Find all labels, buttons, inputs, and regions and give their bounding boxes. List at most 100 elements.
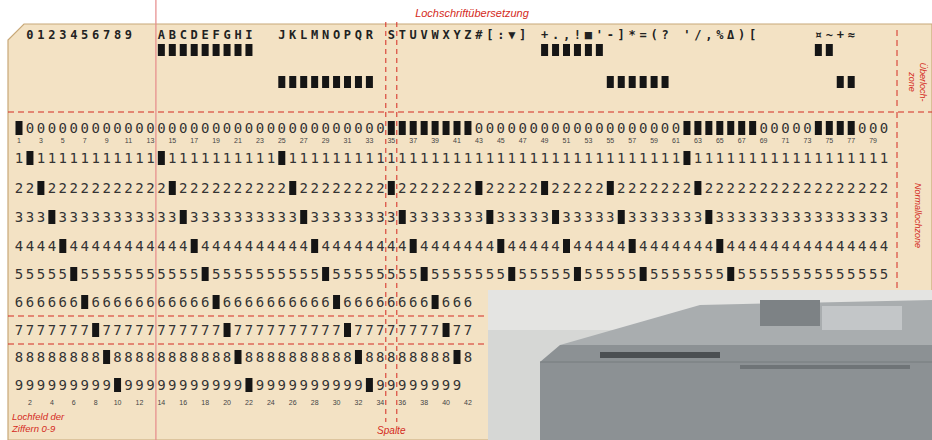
machine-edge <box>740 365 910 369</box>
punched-hole <box>355 76 362 88</box>
punched-hole <box>180 44 187 56</box>
column-number: 30 <box>333 399 341 407</box>
column-number: 4 <box>50 399 54 407</box>
column-number: 51 <box>563 137 571 145</box>
machine-photo <box>488 290 932 440</box>
digit-row: 000000000000000000000000000000000 000000… <box>15 120 891 136</box>
column-number: 79 <box>869 137 877 145</box>
column-number: 23 <box>256 137 264 145</box>
field-note: Lochfeld der Ziffern 0-9 <box>12 411 78 435</box>
punched-hole <box>618 76 625 88</box>
column-number: 37 <box>409 137 417 145</box>
print-header: '/,%Δ)[ <box>683 28 760 42</box>
punched-hole <box>651 76 658 88</box>
column-number: 21 <box>234 137 242 145</box>
punched-hole <box>596 44 603 56</box>
column-number: 31 <box>344 137 352 145</box>
card-slot <box>600 352 720 358</box>
column-number: 18 <box>201 399 209 407</box>
column-number: 8 <box>94 399 98 407</box>
machine-top <box>560 300 932 345</box>
column-number: 33 <box>366 137 374 145</box>
print-header: 0123456789 <box>26 28 136 42</box>
machine-edge <box>540 362 932 363</box>
column-number: 1 <box>17 137 21 145</box>
digit-row: 7777777 77777777777 7777777777 77777777 … <box>15 322 475 338</box>
column-number: 61 <box>672 137 680 145</box>
column-number: 11 <box>125 137 132 145</box>
column-number: 3 <box>39 137 43 145</box>
column-number: 41 <box>453 137 461 145</box>
print-header: #[:▼] <box>475 28 530 42</box>
column-number: 22 <box>245 399 253 407</box>
print-header: STUVWXYZ <box>388 28 476 42</box>
punched-hole <box>245 44 252 56</box>
column-number: 15 <box>168 137 176 145</box>
column-number: 73 <box>804 137 812 145</box>
digit-row: 333 33333333333 3333333333 33333333 3333… <box>15 209 891 225</box>
punched-hole <box>640 76 647 88</box>
column-number: 77 <box>847 137 855 145</box>
column-number: 39 <box>431 137 439 145</box>
column-number: 24 <box>267 399 275 407</box>
column-number: 5 <box>61 137 65 145</box>
column-number: 59 <box>650 137 658 145</box>
column-number: 7 <box>83 137 87 145</box>
column-number: 35 <box>387 137 395 145</box>
punched-hole <box>607 76 614 88</box>
column-number: 47 <box>519 137 527 145</box>
punched-hole <box>848 76 855 88</box>
digit-row: 4444 44444444444 4444444444 44444444 444… <box>15 238 891 254</box>
column-number: 16 <box>179 399 187 407</box>
zone-label: Normallochzone <box>913 182 924 247</box>
column-number: 75 <box>825 137 833 145</box>
punched-hole <box>224 44 231 56</box>
digit-row: 55555 55555555555 5555555555 55555555 55… <box>15 266 891 282</box>
column-number: 12 <box>136 399 144 407</box>
column-number: 55 <box>606 137 614 145</box>
punched-hole <box>311 76 318 88</box>
column-number: 28 <box>311 399 319 407</box>
print-header: ¤~+≈ <box>815 28 859 42</box>
digit-row: 1 11111111111 1111111111 111111111111111… <box>15 150 891 166</box>
column-number: 71 <box>782 137 790 145</box>
punched-hole <box>344 76 351 88</box>
print-header: ABCDEFGHI <box>158 28 257 42</box>
column-number: 53 <box>585 137 593 145</box>
column-number: 13 <box>147 137 155 145</box>
column-note: Spalte <box>377 425 405 437</box>
punched-hole <box>169 44 176 56</box>
column-number: 14 <box>157 399 165 407</box>
column-number: 38 <box>420 399 428 407</box>
punched-hole <box>202 44 209 56</box>
column-number: 26 <box>289 399 297 407</box>
photo-ground <box>488 290 932 440</box>
print-header: -]*=(? <box>607 28 673 42</box>
column-number: 17 <box>190 137 198 145</box>
column-number: 49 <box>541 137 549 145</box>
column-number: 29 <box>322 137 330 145</box>
column-number: 45 <box>497 137 505 145</box>
punched-hole <box>289 76 296 88</box>
machine-front <box>540 345 932 440</box>
punched-hole <box>333 76 340 88</box>
column-number: 9 <box>105 137 109 145</box>
print-header: JKLMNOPQR <box>278 28 377 42</box>
row-marker <box>8 316 486 317</box>
punched-hole <box>366 76 373 88</box>
zone-label: Überloch- zone <box>906 57 928 107</box>
punched-hole <box>235 44 242 56</box>
punched-hole <box>815 44 822 56</box>
column-number: 6 <box>72 399 76 407</box>
column-number: 42 <box>464 399 472 407</box>
column-number: 57 <box>628 137 636 145</box>
punched-hole <box>563 44 570 56</box>
column-number: 69 <box>760 137 768 145</box>
column-number: 32 <box>355 399 363 407</box>
column-number: 25 <box>278 137 286 145</box>
column-number: 27 <box>300 137 308 145</box>
column-number: 36 <box>398 399 406 407</box>
row-marker <box>8 344 486 345</box>
punched-hole <box>585 44 592 56</box>
